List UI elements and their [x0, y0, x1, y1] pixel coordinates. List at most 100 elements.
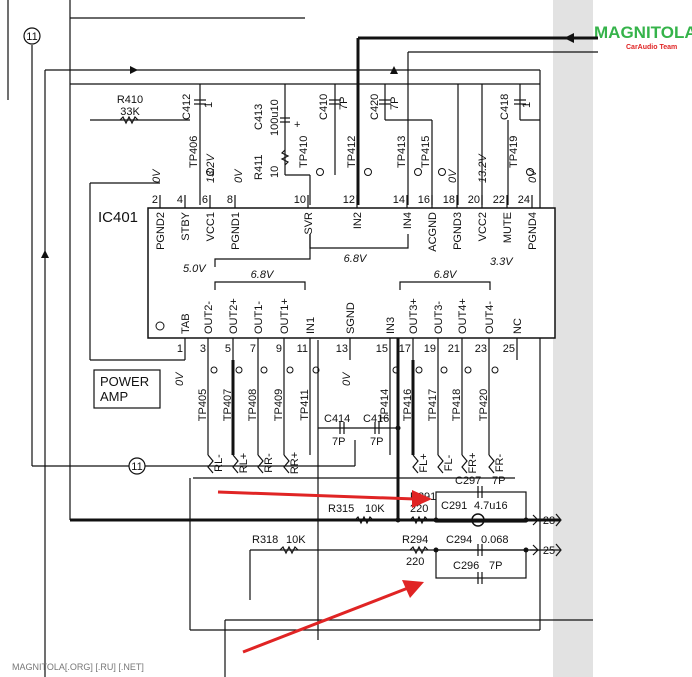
- pin-number-bottom: 21: [448, 343, 460, 355]
- pin-number-bottom: 13: [336, 343, 348, 355]
- pin-number-top: 22: [493, 194, 505, 206]
- speaker-arrow-icon: [232, 454, 239, 474]
- voltage-sgnd: 0V: [341, 371, 353, 386]
- speaker-output-label: RR+: [289, 452, 301, 474]
- voltage-pin18: 0V: [447, 168, 459, 183]
- connector-28-arrow-icon: [530, 514, 540, 526]
- c414-value: 7P: [332, 436, 345, 448]
- c418-ref: C418: [499, 94, 511, 120]
- speaker-output-label: FR+: [467, 452, 479, 473]
- test-point-top-label: TP415: [420, 136, 432, 168]
- watermark-logo: MAGNITOLA: [594, 23, 692, 42]
- test-point-icon: [286, 366, 294, 374]
- test-point-icon: [206, 168, 214, 176]
- voltage-out-right: 6.8V: [434, 269, 458, 281]
- test-point-bottom-label: TP411: [299, 389, 311, 421]
- r318-ref: R318: [252, 534, 278, 546]
- r318-symbol: [279, 545, 299, 555]
- c416-ref: C416: [363, 413, 389, 425]
- speaker-arrow-icon: [412, 454, 419, 474]
- flow-arrow-icon: [390, 66, 398, 74]
- annotation-arrow-2: [242, 586, 409, 654]
- pin-number-top: 8: [227, 194, 233, 206]
- c410-value: 7P: [338, 97, 350, 110]
- voltage-stby: 5.0V: [183, 263, 207, 275]
- footer-watermark: MAGNITOLA[.ORG] [.RU] [.NET]: [12, 662, 144, 672]
- test-point-icon: [414, 168, 422, 176]
- test-point-top-label: TP410: [298, 136, 310, 168]
- r315-ref: R315: [328, 503, 354, 515]
- pin-number-bottom: 19: [424, 343, 436, 355]
- speaker-output-label: RR-: [263, 453, 275, 473]
- test-point-icon: [415, 366, 423, 374]
- pin-name-top: STBY: [180, 211, 192, 240]
- pin-name-bottom: SGND: [345, 302, 357, 334]
- pin-name-top: PGND4: [527, 212, 539, 250]
- c420-ref: C420: [369, 94, 381, 120]
- connector-28-bracket-icon: [555, 513, 562, 527]
- voltage-pin8: 0V: [233, 168, 245, 183]
- power-amp-label-1: POWER: [100, 374, 149, 389]
- r315-symbol: [354, 515, 374, 525]
- pin-name-top: PGND2: [155, 212, 167, 250]
- pin-number-top: 18: [443, 194, 455, 206]
- pin-name-bottom: TAB: [180, 313, 192, 334]
- pin-number-top: 16: [418, 194, 430, 206]
- test-point-icon: [464, 366, 472, 374]
- c412-value: 1: [203, 102, 215, 108]
- c297-value: 7P: [492, 475, 505, 487]
- ic401-pin1-marker: [155, 321, 165, 331]
- connector-25-bracket-icon: [555, 543, 562, 557]
- c420-value: 7P: [389, 97, 401, 110]
- r315-value: 10K: [365, 503, 385, 515]
- pin-name-bottom: NC: [512, 318, 524, 334]
- voltage-pin2: 0V: [151, 168, 163, 183]
- test-point-bottom-label: TP420: [478, 389, 490, 421]
- pin-name-bottom: OUT2-: [203, 301, 215, 334]
- r294-symbol: [409, 545, 429, 555]
- r411-ref: R411: [253, 155, 265, 180]
- c297-ref: C297: [455, 475, 481, 487]
- speaker-arrow-icon: [257, 454, 264, 474]
- connector-11-icon: [128, 457, 146, 475]
- pin-name-bottom: OUT1+: [279, 298, 291, 334]
- test-point-icon: [491, 366, 499, 374]
- pin-name-bottom: OUT4-: [484, 301, 496, 334]
- pin-name-top: PGND3: [452, 212, 464, 250]
- c413-ref: C413: [253, 104, 265, 130]
- c410-ref: C410: [318, 94, 330, 120]
- annotation-arrowhead-1: [412, 490, 432, 508]
- pin-number-bottom: 1: [177, 343, 183, 355]
- junction-dot: [433, 517, 439, 523]
- r318-value: 10K: [286, 534, 306, 546]
- speaker-arrow-icon: [437, 454, 444, 474]
- flow-arrow-icon: [564, 33, 574, 43]
- c291-ref: C291: [441, 500, 467, 512]
- c418-value: 1: [521, 102, 533, 108]
- pin-number-bottom: 7: [250, 343, 256, 355]
- pin-name-top: IN4: [402, 212, 414, 229]
- c294-ref: C294: [446, 534, 472, 546]
- voltage-pin20: 13.2V: [477, 153, 489, 183]
- pin-number-bottom: 11: [297, 343, 308, 355]
- test-point-bottom-label: TP417: [427, 389, 439, 421]
- connector-11-icon: [23, 27, 41, 45]
- test-point-top-label: TP412: [346, 136, 358, 168]
- pin-name-top: PGND1: [230, 212, 242, 250]
- junction-dot: [523, 547, 529, 553]
- voltage-pin6: 13.2V: [205, 153, 217, 183]
- test-point-bottom-label: TP409: [273, 389, 285, 421]
- pin-number-bottom: 23: [475, 343, 487, 355]
- test-point-bottom-label: TP416: [402, 389, 414, 421]
- test-point-bottom-label: TP418: [451, 389, 463, 421]
- test-point-bottom-label: TP405: [197, 389, 209, 421]
- c294-value: 0.068: [481, 534, 509, 546]
- pin-number-top: 20: [468, 194, 480, 206]
- power-amp-box: [93, 369, 161, 409]
- speaker-arrow-icon: [283, 454, 290, 474]
- test-point-icon: [526, 168, 534, 176]
- test-point-icon: [438, 168, 446, 176]
- pin-name-top: IN2: [352, 212, 364, 229]
- watermark-tagline: CarAudio Team: [626, 44, 677, 51]
